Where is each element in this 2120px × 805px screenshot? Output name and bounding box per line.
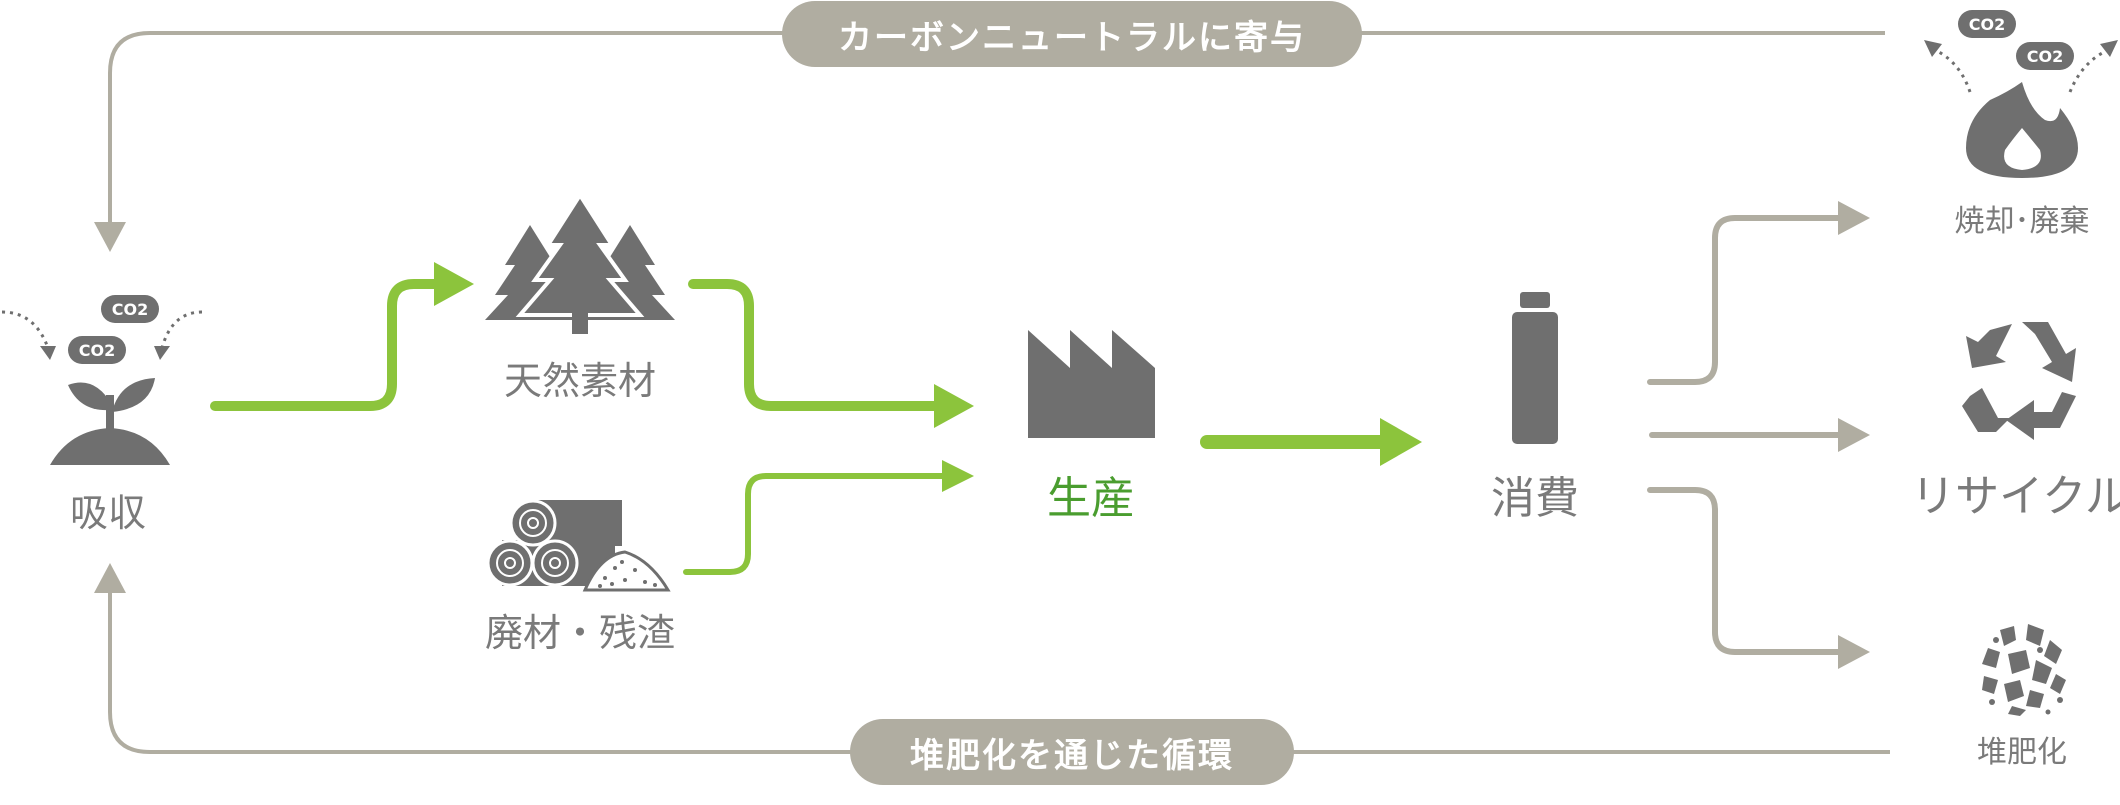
branch-to-compost (1647, 487, 1843, 655)
production-label: 生産 (1047, 473, 1135, 524)
flow-natural-to-production-arrowhead (934, 384, 974, 428)
compost-label: 堆肥化 (1977, 735, 2067, 770)
consumption-label: 消費 (1491, 473, 1579, 524)
top-loop-arrowhead (94, 222, 126, 252)
co2-outflow-left-arrowhead (1924, 40, 1942, 57)
flow-absorption-to-natural (210, 279, 445, 411)
co2-badge: CO2 (101, 295, 159, 323)
bottom-loop-label: 堆肥化を通じた循環 (850, 719, 1294, 785)
co2-outflow-right (2068, 48, 2109, 93)
flame-icon (1966, 82, 2078, 178)
logs-icon (486, 499, 671, 592)
co2-inflow-right-arrowhead (154, 346, 170, 360)
bottle-icon (1512, 292, 1558, 444)
sprout-icon (50, 378, 170, 465)
trees-icon (485, 191, 675, 334)
flow-production-to-consumption-arrowhead (1380, 418, 1422, 466)
flow-absorption-to-natural-arrowhead (434, 262, 474, 306)
branch-to-compost-arrowhead (1838, 635, 1870, 669)
flow-waste-to-production (683, 473, 948, 575)
incineration-label: 焼却･廃棄 (1954, 204, 2090, 239)
co2-badge: CO2 (1958, 10, 2016, 38)
compost-icon (1978, 624, 2066, 716)
top-loop-label: カーボンニュートラルに寄与 (782, 1, 1362, 67)
bottom-loop-arrowhead (94, 563, 126, 593)
waste-material-label: 廃材・残渣 (484, 611, 676, 655)
bottom-loop-line (108, 590, 1890, 754)
recycle-label: リサイクル (1911, 471, 2120, 522)
flow-natural-to-production (688, 279, 945, 411)
co2-badge: CO2 (2016, 42, 2074, 70)
co2-inflow-left-arrowhead (40, 346, 56, 360)
branch-to-incineration (1647, 215, 1843, 385)
branch-to-incineration-arrowhead (1838, 201, 1870, 235)
co2-badge: CO2 (68, 336, 126, 364)
co2-inflow-right (160, 310, 203, 349)
top-loop-line (108, 31, 1885, 225)
branch-to-recycle-arrowhead (1838, 418, 1870, 452)
natural-material-label: 天然素材 (503, 359, 657, 403)
recycle-icon (1962, 322, 2076, 440)
flow-waste-to-production-arrowhead (942, 460, 974, 492)
co2-inflow-left (1, 310, 50, 349)
co2-outflow-left (1934, 48, 1972, 93)
factory-icon (1028, 330, 1155, 438)
absorption-label: 吸収 (69, 491, 147, 535)
co2-outflow-right-arrowhead (2100, 40, 2118, 57)
